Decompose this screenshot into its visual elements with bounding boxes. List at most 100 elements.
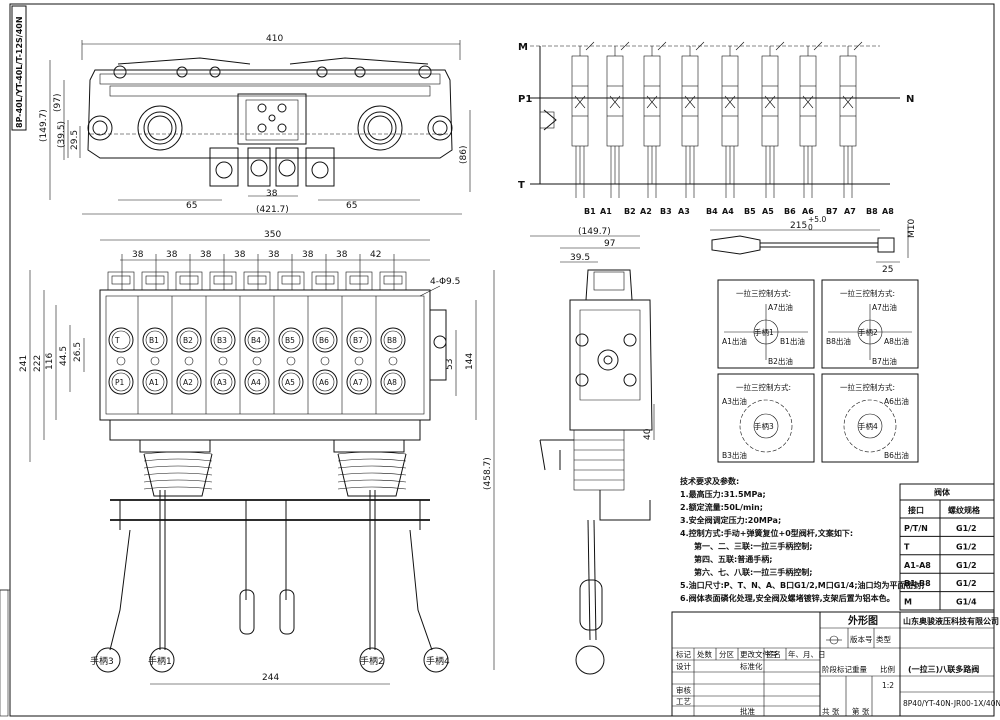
dim-458-7: (458.7) [483,457,493,490]
schematic-port-a5: A5 [762,207,774,216]
port-a3 [210,369,236,395]
product-name: (一拉三)八联多路阀 [908,664,979,674]
sheet-border [9,3,995,717]
port-b4 [244,327,270,353]
schematic-port-a1: A1 [600,207,612,216]
dim-section-5: 38 [302,250,314,260]
label-sheet: 第 张 [852,706,870,716]
dim-350: 350 [264,230,281,240]
dim-116: 116 [45,353,55,370]
label-change-doc: 更改文件号 [740,649,778,659]
dim-421-7: (421.7) [256,205,289,215]
dim-M10: M10 [907,219,917,238]
schematic-port-b2: B2 [624,207,636,216]
schematic-port-b1: B1 [584,207,596,216]
spool-cap [209,271,237,291]
dim-4-holes: 4-Φ9.5 [430,277,460,287]
dim-53: 53 [445,359,455,370]
tech-note-9: 6.阀体表面磷化处理,安全阀及螺堵镀锌,支架后置为铝本色。 [680,593,895,603]
dim-215: 215 [790,221,807,231]
schematic-port-b3: B3 [660,207,672,216]
dim-222: 222 [33,355,43,372]
control-box-bottom: B7出油 [872,356,897,366]
port-row-name: A1-A8 [904,561,931,570]
label-version: 版本号 [850,634,873,644]
spool-section-5 [721,55,739,147]
side-margin-strip [0,589,9,717]
port-label-b4: B4 [251,336,261,345]
port-table-col-thread: 螺纹规格 [948,505,981,515]
label-count: 处数 [697,649,712,659]
dim-section-7: 42 [370,250,381,260]
dim-tol-lower: 0 [808,223,813,232]
dim-410: 410 [266,34,283,44]
schematic-port-a2: A2 [640,207,652,216]
label-date: 年、月、日 [788,649,826,659]
dim-241: 241 [19,355,29,372]
control-box-right: A8出油 [884,336,909,346]
port-a8 [380,369,406,395]
spool-section-1 [571,55,589,147]
label-review: 审核 [676,685,691,695]
tech-note-3: 3.安全阀调定压力:20MPa; [680,515,781,525]
spool-section-4 [681,55,699,147]
schematic-port-a4: A4 [722,207,734,216]
port-table-heading: 阀体 [934,487,951,497]
schematic-port-a8: A8 [882,207,894,216]
label-type: 类型 [876,634,891,644]
top-view: 410 65 [39,34,471,215]
label-signature: 签名 [766,649,781,659]
dim-side-39-5: 39.5 [570,253,590,263]
port-a1 [142,369,168,395]
port-label-a4: A4 [251,378,261,387]
control-box-title: 一拉三控制方式: [840,288,895,298]
handle-2-label: 手柄2 [360,655,384,667]
port-label-a6: A6 [319,378,329,387]
tech-note-4: 4.控制方式:手动+弹簧复位+0型阀杆,文案如下: [680,528,853,538]
control-box-right: A6出油 [884,396,909,406]
port-label-b3: B3 [217,336,227,345]
port-label-b5: B5 [285,336,295,345]
dim-section-1: 38 [166,250,178,260]
control-box-handle: 手柄4 [858,421,878,431]
dim-65-right: 65 [346,201,357,211]
company-name: 山东奥骏液压科技有限公司 [903,616,999,626]
port-p1 [108,369,134,395]
dim-25: 25 [882,265,893,275]
schematic-T: T [518,180,525,191]
port-row-name: P/T/N [904,524,928,533]
tech-notes-heading: 技术要求及参数: [680,476,739,486]
spool-section-7 [799,55,817,147]
spool-cap [141,271,169,291]
handle-1-label: 手柄1 [148,655,172,667]
port-label-a3: A3 [217,378,227,387]
control-box-left: A1出油 [722,336,747,346]
port-a4 [244,369,270,395]
port-a2 [176,369,202,395]
technical-notes: 技术要求及参数: 1.最高压力:31.5MPa;2.额定流量:50L/min;3… [680,476,925,603]
schematic-port-b6: B6 [784,207,796,216]
port-a7 [346,369,372,395]
schematic-P1: P1 [518,94,532,105]
dim-97: (97) [53,94,63,112]
port-row-name: M [904,598,912,607]
dim-65-left: 65 [186,201,197,211]
schematic-port-a3: A3 [678,207,690,216]
tech-note-8: 5.油口尺寸:P、T、N、A、B口G1/2,M口G1/4;油口均为平面密封; [680,580,925,590]
dim-section-0: 38 [132,250,144,260]
dim-section-4: 38 [268,250,280,260]
port-label-b7: B7 [353,336,363,345]
port-label-b6: B6 [319,336,329,345]
side-view: (149.7) 97 39.5 40 [530,227,655,675]
port-label-a8: A8 [387,378,397,387]
port-table-col-port: 接口 [908,505,924,515]
port-row-thread: G1/2 [956,542,977,551]
tech-note-2: 2.额定流量:50L/min; [680,502,763,512]
drawing-code: 8P-40L/YT-40L/T-12S/40N [15,16,24,128]
spool-cap [277,271,305,291]
dim-29-5: 29.5 [70,130,80,150]
